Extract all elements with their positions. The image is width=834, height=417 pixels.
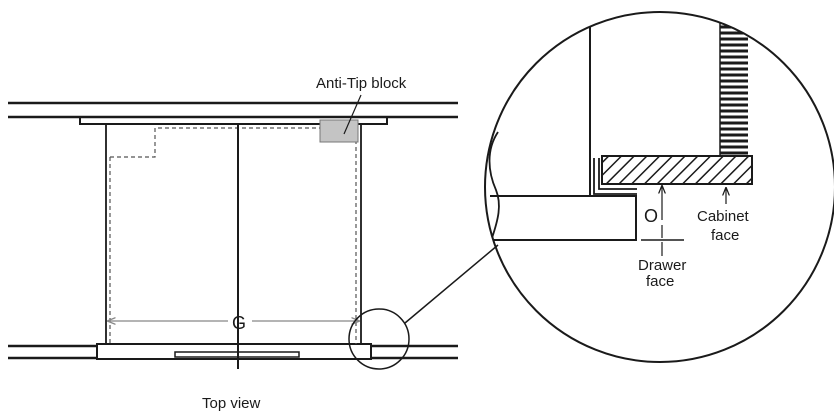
drawer-face-label-line2: face <box>646 273 674 290</box>
mounting-bracket <box>593 158 637 195</box>
anti-tip-label: Anti-Tip block <box>316 75 407 92</box>
cabinet-face-label-line1: Cabinet <box>697 208 750 225</box>
detail-connector-line <box>404 244 499 324</box>
cabinet-face-label-line2: face <box>711 227 739 244</box>
anti-tip-leader <box>343 94 362 135</box>
top-view-label: Top view <box>202 395 261 412</box>
top-view-drawing <box>8 94 499 370</box>
cabinet-face-hatched <box>601 155 753 185</box>
drawer-face-label-line1: Drawer <box>638 257 686 274</box>
side-wall-striped <box>720 12 748 156</box>
detail-view <box>484 11 834 363</box>
dimension-g-label: G <box>232 313 246 333</box>
anti-tip-block <box>319 119 359 143</box>
drawer-face-panel <box>490 195 637 241</box>
dimension-o-label: O <box>644 206 658 226</box>
rear-mount-plate <box>79 116 388 125</box>
break-line <box>488 131 500 239</box>
drawer-inner-outline <box>109 127 357 344</box>
detail-circle-outline <box>484 11 834 363</box>
detail-callout-circle <box>348 308 410 370</box>
